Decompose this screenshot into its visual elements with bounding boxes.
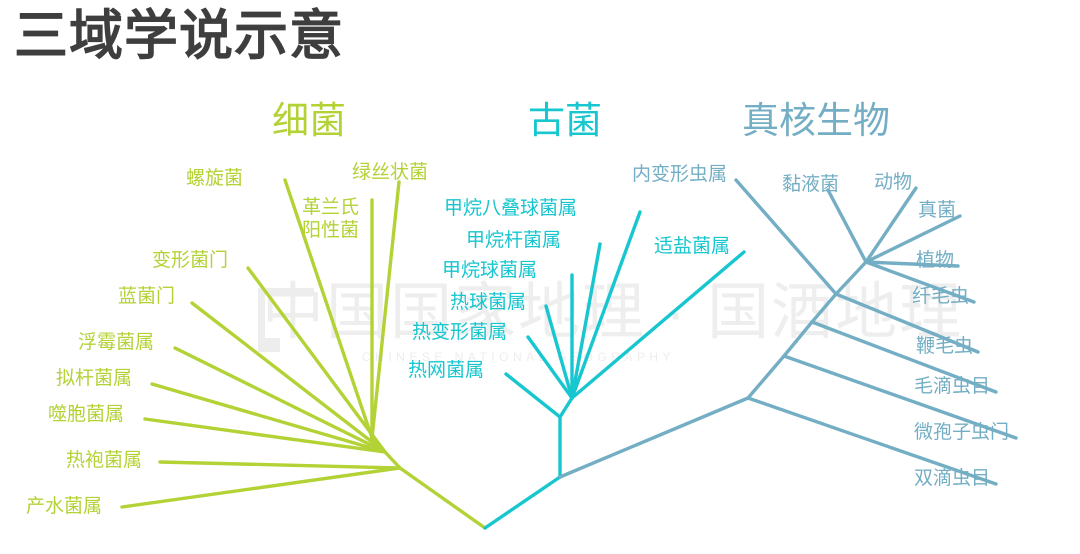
branch-nianyejun xyxy=(826,188,868,264)
eukaryota-branches xyxy=(558,178,1018,486)
taxon-label-xianmaochong: 纤毛虫 xyxy=(912,286,970,307)
taxon-label-reqiujunshu: 热球菌属 xyxy=(450,292,527,313)
branch-zhiwu xyxy=(864,260,960,268)
branch-dongwu xyxy=(864,186,918,264)
branch-neibianxingchongshu xyxy=(734,178,838,296)
branch-jiawangganjunshu xyxy=(570,242,602,400)
taxon-label-jiawangganjunshu: 甲烷杆菌属 xyxy=(466,230,562,251)
taxon-label-rewangjunshu: 热网菌属 xyxy=(408,360,485,381)
taxon-label-lanjunmen: 蓝菌门 xyxy=(118,286,176,307)
taxon-label-bianmaochong: 鞭毛虫 xyxy=(916,336,974,357)
branch-lanjunmen xyxy=(190,301,387,454)
taxon-label-nigangjunshu: 拟杆菌属 xyxy=(56,368,133,389)
branch-nigangjunshu xyxy=(150,382,387,454)
branch-lvsizhuangjun xyxy=(370,180,401,440)
branch-bacteria-stem xyxy=(398,466,487,530)
taxon-label-repaojunshu: 热袍菌属 xyxy=(66,450,143,471)
branch-maodichongmu xyxy=(810,320,998,394)
branch-fumeijunshu xyxy=(173,346,387,454)
taxon-label-chanshuijunshu: 产水菌属 xyxy=(26,496,103,517)
taxon-label-shiyanjunshu: 适盐菌属 xyxy=(654,236,731,257)
branch-euk-stem xyxy=(558,396,750,479)
branch-euk-spine-4 xyxy=(834,260,868,296)
taxon-label-fumeijunshu: 浮霉菌属 xyxy=(78,332,155,353)
branch-luoxuanjun xyxy=(283,178,374,440)
branch-euk-spine-3 xyxy=(810,292,838,324)
taxon-label-nianyejun: 黏液菌 xyxy=(782,174,840,195)
watermark-frame-icon xyxy=(258,288,314,344)
branch-jiawanbadieqiujunshu xyxy=(570,210,642,400)
watermark-frame-foot-icon xyxy=(258,338,280,352)
taxon-label-lvsizhuangjun: 绿丝状菌 xyxy=(352,162,429,183)
taxon-label-line2: 阳性菌 xyxy=(302,220,360,242)
taxon-label-jiawanqiujunshu: 甲烷球菌属 xyxy=(442,260,538,281)
branch-weibaozichongmen xyxy=(782,354,1018,440)
branch-reqiujunshu xyxy=(544,304,574,400)
branch-rewangjunshu xyxy=(504,372,562,419)
taxon-label-shibaojunshu: 噬胞菌属 xyxy=(48,404,125,425)
taxon-label-rebianxingjunshu: 热变形菌属 xyxy=(412,322,508,343)
taxon-label-luoxuanjun: 螺旋菌 xyxy=(186,168,244,189)
branch-rebianxingjunshu xyxy=(526,335,574,400)
taxon-label-neibianxingchongshu: 内变形虫属 xyxy=(632,164,728,185)
bacteria-branches xyxy=(120,178,487,530)
taxon-label-zhiwu: 植物 xyxy=(916,250,955,271)
branch-repaojunshu xyxy=(158,460,402,470)
taxon-label-zhenjun: 真菌 xyxy=(918,200,957,221)
branch-shiyanjunshu xyxy=(570,250,746,400)
taxon-label-gelanshi-yangxingjun: 革兰氏 阳性菌 xyxy=(302,196,359,242)
domain-header-archaea: 古菌 xyxy=(528,100,602,141)
branch-bianmaochong xyxy=(834,292,980,354)
branch-archaea-fan-base xyxy=(558,396,574,419)
taxon-label-jiawanbadieqiujunshu: 甲烷八叠球菌属 xyxy=(444,198,578,219)
archaea-branches xyxy=(483,210,746,530)
domain-header-eukaryota: 真核生物 xyxy=(742,100,890,141)
branch-euk-spine-2 xyxy=(782,320,814,358)
branch-archaea-euk-stem xyxy=(483,475,562,530)
taxon-label-dongwu: 动物 xyxy=(874,172,913,193)
taxon-label-line1: 革兰氏 xyxy=(302,197,360,218)
taxon-label-weibaozichongmen: 微孢子虫门 xyxy=(914,422,1010,443)
taxon-label-shuangdichongmu: 双滴虫目 xyxy=(914,468,991,489)
page-title: 三域学说示意 xyxy=(14,6,344,66)
branch-bianxingjunmen xyxy=(246,266,387,454)
branch-shuangdichongmu xyxy=(746,396,998,486)
branch-bacteria-base xyxy=(383,450,402,470)
taxon-label-bianxingjunmen: 变形菌门 xyxy=(152,250,229,271)
branch-zhenjun xyxy=(864,214,962,264)
branch-euk-spine-1 xyxy=(746,354,786,400)
taxon-label-maodichongmu: 毛滴虫目 xyxy=(914,376,991,397)
branch-chanshuijunshu xyxy=(120,466,402,509)
branch-xianmaochong xyxy=(864,260,976,304)
branch-shibaojunshu xyxy=(143,417,387,454)
domain-header-bacteria: 细菌 xyxy=(272,100,346,141)
